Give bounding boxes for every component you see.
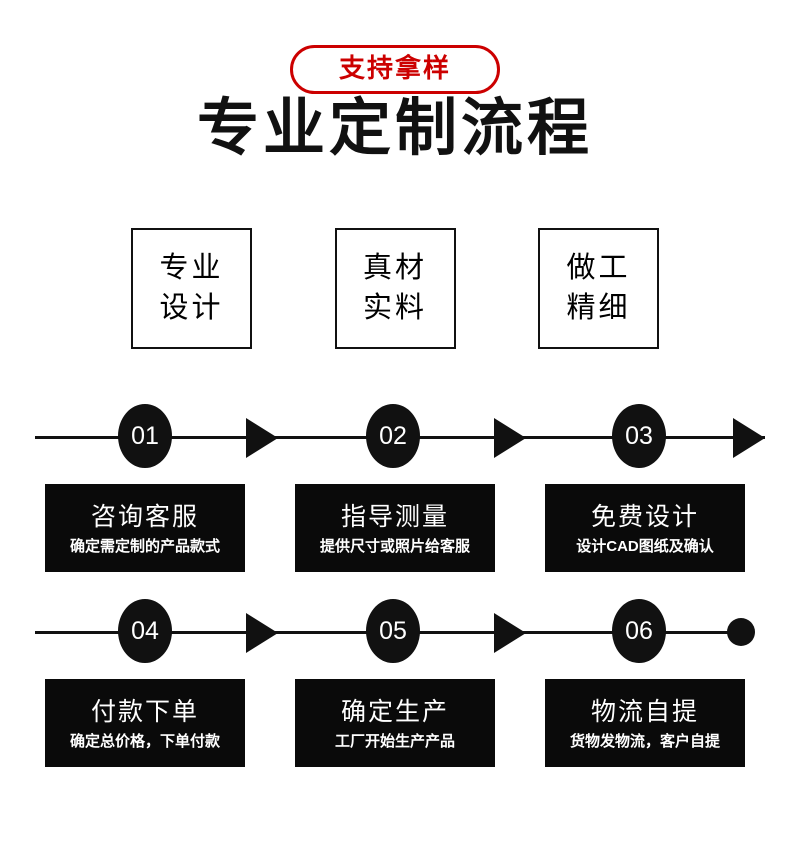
feature-line-2: 精细 xyxy=(566,291,631,324)
step-title: 咨询客服 xyxy=(90,502,199,531)
step-title: 确定生产 xyxy=(340,697,449,726)
step-card-03: 免费设计 设计CAD图纸及确认 xyxy=(545,484,745,572)
timeline-row-1: 01 02 03 xyxy=(0,400,790,475)
feature-line-2: 实料 xyxy=(362,291,427,324)
timeline-track-2: 04 05 06 xyxy=(0,595,790,670)
timeline-node-01: 01 xyxy=(118,404,172,468)
step-subtitle: 设计CAD图纸及确认 xyxy=(576,538,714,556)
sample-support-badge: 支持拿样 xyxy=(289,45,500,95)
step-subtitle: 货物发物流，客户自提 xyxy=(569,733,720,751)
feature-box-design: 专业 设计 xyxy=(131,228,252,349)
timeline-node-06: 06 xyxy=(612,599,666,663)
timeline-node-02: 02 xyxy=(366,404,420,468)
step-subtitle: 确定总价格，下单付款 xyxy=(69,733,220,751)
feature-line-1: 真材 xyxy=(362,252,427,285)
step-title: 指导测量 xyxy=(340,502,449,531)
step-subtitle: 提供尺寸或照片给客服 xyxy=(319,538,470,556)
step-card-02: 指导测量 提供尺寸或照片给客服 xyxy=(295,484,495,572)
step-title: 付款下单 xyxy=(90,697,199,726)
page-title: 专业定制流程 xyxy=(196,94,593,163)
dot-icon xyxy=(727,618,755,646)
arrow-icon xyxy=(246,613,278,653)
timeline-row-2: 04 05 06 xyxy=(0,595,790,670)
feature-box-material: 真材 实料 xyxy=(334,228,456,349)
step-title: 物流自提 xyxy=(590,697,699,726)
step-title: 免费设计 xyxy=(590,502,699,531)
timeline-track-1: 01 02 03 xyxy=(0,400,790,475)
step-card-04: 付款下单 确定总价格，下单付款 xyxy=(45,679,245,767)
timeline-node-04: 04 xyxy=(118,599,172,663)
page-title-container: 专业定制流程 xyxy=(0,93,790,164)
feature-line-1: 专业 xyxy=(159,252,224,285)
step-card-06: 物流自提 货物发物流，客户自提 xyxy=(545,679,745,767)
feature-line-2: 设计 xyxy=(159,291,224,324)
step-card-list-2: 付款下单 确定总价格，下单付款 确定生产 工厂开始生产产品 物流自提 货物发物流… xyxy=(45,679,745,767)
arrow-icon xyxy=(494,418,526,458)
step-card-05: 确定生产 工厂开始生产产品 xyxy=(295,679,495,767)
arrow-icon xyxy=(733,418,765,458)
arrow-icon xyxy=(246,418,278,458)
feature-box-craft: 做工 精细 xyxy=(538,228,659,349)
timeline-node-05: 05 xyxy=(366,599,420,663)
step-card-list-1: 咨询客服 确定需定制的产品款式 指导测量 提供尺寸或照片给客服 免费设计 设计C… xyxy=(45,484,745,572)
arrow-icon xyxy=(494,613,526,653)
badge-container: 支持拿样 xyxy=(0,45,790,95)
step-card-01: 咨询客服 确定需定制的产品款式 xyxy=(45,484,245,572)
step-subtitle: 确定需定制的产品款式 xyxy=(69,538,220,556)
timeline-node-03: 03 xyxy=(612,404,666,468)
feature-box-list: 专业 设计 真材 实料 做工 精细 xyxy=(131,228,659,349)
feature-line-1: 做工 xyxy=(566,252,631,285)
step-subtitle: 工厂开始生产产品 xyxy=(334,733,455,751)
